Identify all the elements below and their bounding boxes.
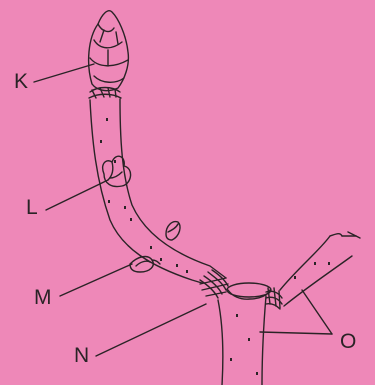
label-l: L [26, 196, 38, 219]
lenticel [248, 338, 250, 341]
lenticel [160, 258, 162, 261]
lenticel [186, 270, 188, 273]
lenticel [294, 276, 296, 279]
lenticel [130, 218, 132, 221]
lenticel [328, 262, 330, 265]
lenticel [256, 372, 258, 375]
lenticel [176, 264, 178, 267]
lenticel [108, 200, 110, 203]
lenticel [106, 118, 108, 121]
lenticel [124, 206, 126, 209]
label-n: N [74, 344, 89, 367]
label-k: K [14, 70, 28, 93]
lenticel [150, 246, 152, 249]
lenticel [314, 262, 316, 265]
lenticel [114, 160, 116, 163]
lenticel [100, 140, 102, 143]
lenticel [230, 358, 232, 361]
label-m: M [34, 286, 52, 309]
lenticel [236, 314, 238, 317]
label-o: O [340, 330, 356, 353]
